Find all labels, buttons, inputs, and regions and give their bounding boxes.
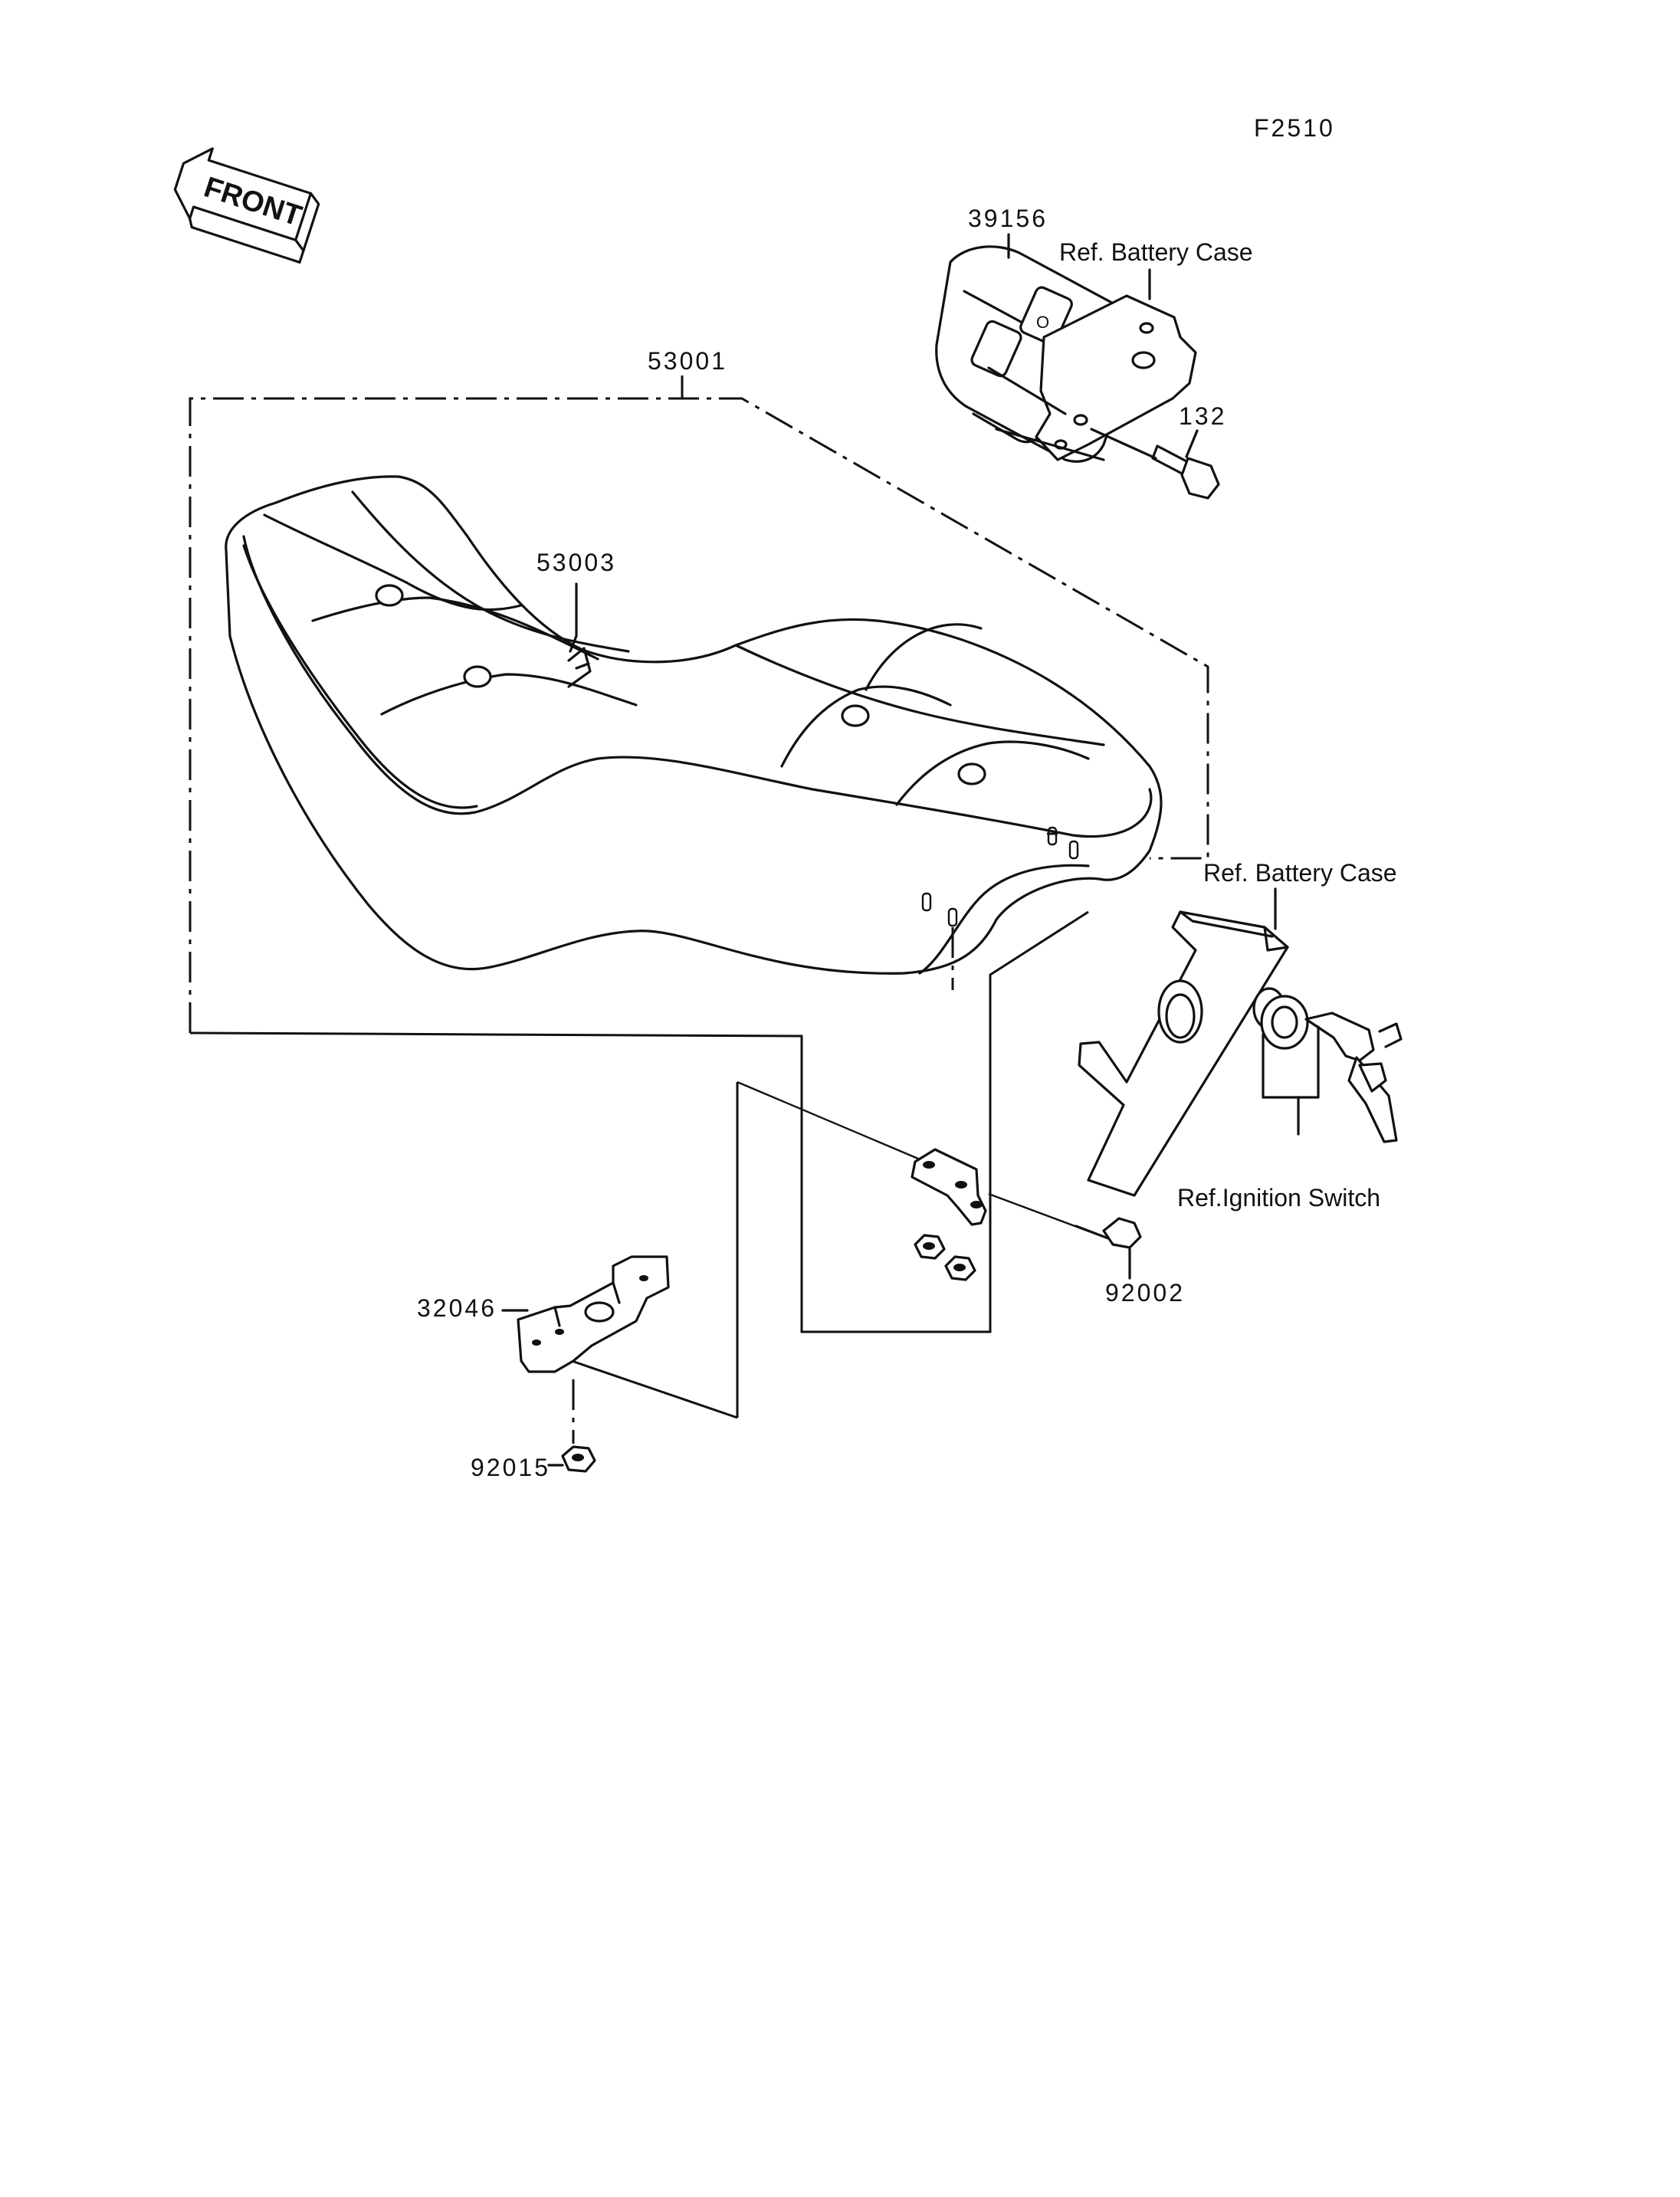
leader-132 (1185, 429, 1199, 458)
label-92015: 92015 (471, 1454, 550, 1481)
nuts (914, 1234, 976, 1281)
label-132: 132 (1179, 402, 1226, 430)
ignition-bracket (1262, 1025, 1320, 1099)
outline-bracket-main (189, 910, 1089, 1333)
battery-case-plate (987, 294, 1197, 461)
label-53003: 53003 (536, 549, 616, 576)
battery-case-latch (1078, 910, 1289, 1197)
bolt-92002 (1075, 1217, 1142, 1249)
ref-battery-case-top: Ref. Battery Case (1059, 238, 1253, 266)
ref-ignition-switch: Ref.Ignition Switch (1177, 1184, 1380, 1212)
leader-53003 (569, 582, 578, 653)
seat-53001 (225, 475, 1163, 990)
label-32046: 32046 (417, 1294, 497, 1322)
seat-bracket (911, 1148, 987, 1226)
label-53001: 53001 (648, 347, 727, 375)
leader-53001 (189, 397, 1209, 1033)
svg-text:O: O (1036, 313, 1049, 332)
key-icon (1304, 1012, 1403, 1143)
ignition-cylinder (1252, 987, 1309, 1050)
bracket-32046 (517, 1255, 670, 1373)
bolt-132 (1090, 428, 1220, 500)
label-39156: 39156 (968, 205, 1048, 232)
ref-battery-case-mid: Ref. Battery Case (1203, 859, 1397, 887)
label-92002: 92002 (1105, 1279, 1185, 1307)
figure-code: F2510 (1254, 114, 1335, 142)
front-arrow-icon: FRONT (173, 147, 320, 264)
nut-92015 (561, 1445, 596, 1473)
